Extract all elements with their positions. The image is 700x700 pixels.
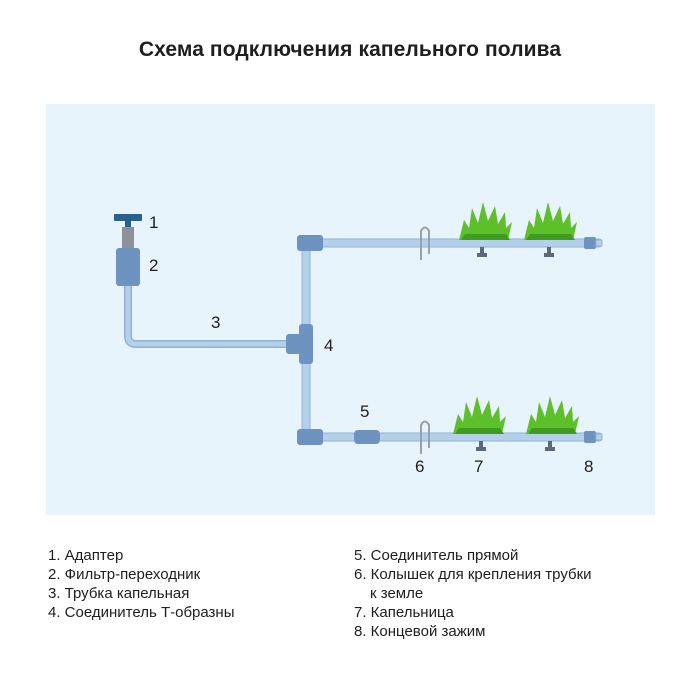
irrigation-schematic: 1 2 3 4 5 6 7 8 (114, 202, 603, 476)
plant-upper-1 (459, 202, 512, 240)
end-clamp-lower (584, 431, 603, 443)
callout-3: 3 (211, 313, 220, 332)
drip-tube-lower (301, 432, 603, 442)
dripper-upper-2 (544, 247, 554, 257)
legend-item-3: 3. Трубка капельная (48, 585, 190, 602)
dripper-lower-2 (545, 441, 555, 451)
legend-item-7: 7. Капельница (354, 604, 454, 621)
callout-7: 7 (474, 457, 483, 476)
legend-left: 1. Адаптер 2. Фильтр-переходник 3. Трубк… (48, 546, 235, 622)
filter-adapter (116, 248, 140, 286)
dripper-upper-1 (477, 247, 487, 257)
diagram-title: Схема подключения капельного полива (138, 38, 562, 61)
elbow-connector-lower (297, 429, 323, 445)
stake-lower (420, 420, 430, 454)
legend-item-1: 1. Адаптер (48, 547, 124, 564)
callout-4: 4 (324, 336, 333, 355)
callout-8: 8 (584, 457, 593, 476)
legend-item-6: 6. Колышек для крепления трубки (354, 566, 592, 583)
legend-item-8: 8. Концевой зажим (354, 623, 486, 640)
legend-item-5: 5. Соединитель прямой (354, 547, 519, 564)
legend-item-4: 4. Соединитель Т-образны (48, 604, 235, 621)
drip-tube-upper (301, 238, 603, 248)
plant-lower-2 (526, 396, 579, 434)
stake-upper (420, 226, 430, 260)
drip-tube-main-inner (125, 281, 301, 347)
straight-connector (354, 430, 380, 444)
callout-6: 6 (415, 457, 424, 476)
plant-upper-2 (524, 202, 577, 240)
diagram-panel: 1 2 3 4 5 6 7 8 (46, 104, 655, 515)
plant-lower-1 (453, 396, 506, 434)
t-connector (286, 324, 313, 364)
elbow-connector-upper (297, 235, 323, 251)
adapter-valve (114, 214, 142, 248)
legend-item-6-cont: к земле (370, 585, 424, 602)
callout-1: 1 (149, 213, 158, 232)
callout-2: 2 (149, 256, 158, 275)
end-clamp-upper (584, 237, 603, 249)
callout-5: 5 (360, 402, 369, 421)
legend-item-2: 2. Фильтр-переходник (48, 566, 201, 583)
dripper-lower-1 (476, 441, 486, 451)
legend-right: 5. Соединитель прямой 6. Колышек для кре… (354, 546, 654, 641)
